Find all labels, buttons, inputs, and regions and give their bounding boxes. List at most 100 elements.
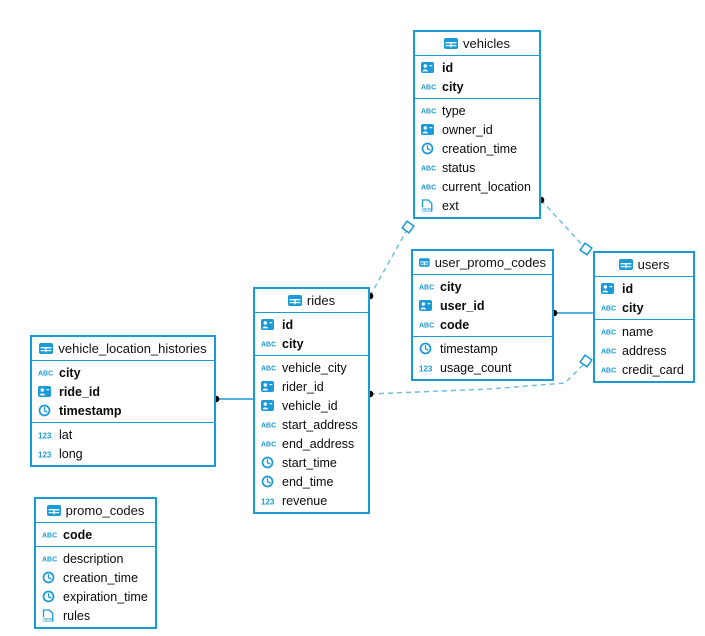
section-divider: [413, 336, 552, 337]
column-name: ext: [442, 198, 459, 213]
table-icon: [419, 258, 430, 267]
section-divider: [415, 98, 539, 99]
table-header[interactable]: users: [595, 253, 693, 277]
relationship-rides-vehicles[interactable]: [366, 220, 415, 300]
relationship-line[interactable]: [540, 199, 587, 250]
svg-text:ABC: ABC: [421, 185, 436, 192]
column-type-cell: ABC: [42, 554, 59, 564]
section-divider: [595, 319, 693, 320]
string-type-icon: ABC: [421, 85, 436, 92]
column-name: description: [63, 551, 124, 566]
column-type-cell: [421, 62, 438, 73]
column-type-cell: ABC: [601, 365, 618, 375]
column-row-rides-id: id: [255, 315, 368, 334]
column-type-cell: [261, 381, 278, 392]
table-header[interactable]: vehicles: [415, 32, 539, 56]
column-name: usage_count: [440, 360, 512, 375]
svg-text:ABC: ABC: [261, 423, 276, 430]
relationship-endpoint-diamond: [401, 220, 415, 234]
column-type-cell: ABC: [421, 163, 438, 173]
number-type-icon: 123: [38, 431, 52, 440]
column-name: long: [59, 446, 83, 461]
column-row-vehicle_location_histories-long: 123 long: [32, 444, 214, 463]
column-type-cell: 123: [38, 430, 55, 440]
id-type-icon: [421, 124, 434, 135]
column-name: city: [59, 365, 81, 380]
table-header[interactable]: rides: [255, 289, 368, 313]
column-name: creation_time: [442, 141, 518, 156]
id-type-icon: [601, 283, 614, 294]
table-header[interactable]: promo_codes: [36, 499, 155, 523]
table-title: users: [637, 257, 670, 272]
string-type-icon: ABC: [261, 342, 276, 349]
string-type-icon: ABC: [601, 349, 616, 356]
column-name: code: [440, 317, 470, 332]
column-type-cell: [42, 571, 59, 584]
string-type-icon: ABC: [601, 368, 616, 375]
id-type-icon: [261, 400, 274, 411]
relationship-vehicle_location_histories-rides[interactable]: [212, 395, 253, 403]
column-row-rides-end_time: end_time: [255, 472, 368, 491]
string-type-icon: ABC: [261, 423, 276, 430]
relationship-line[interactable]: [369, 227, 409, 297]
column-type-cell: [419, 300, 436, 311]
column-row-rides-start_time: start_time: [255, 453, 368, 472]
column-type-cell: ABC: [261, 439, 278, 449]
column-type-cell: 123: [419, 363, 436, 373]
number-type-icon: 123: [261, 497, 275, 506]
column-type-cell: ABC: [601, 346, 618, 356]
string-type-icon: ABC: [42, 533, 57, 540]
column-row-users-id: id: [595, 279, 693, 298]
column-row-user_promo_codes-usage_count: 123 usage_count: [413, 358, 552, 377]
column-type-cell: 123: [38, 449, 55, 459]
string-type-icon: ABC: [601, 306, 616, 313]
column-row-rides-rider_id: rider_id: [255, 377, 368, 396]
relationship-vehicles-users[interactable]: [537, 196, 593, 256]
id-type-icon: [261, 381, 274, 392]
svg-text:ABC: ABC: [42, 533, 57, 540]
table-header[interactable]: vehicle_location_histories: [32, 337, 214, 361]
table-header[interactable]: user_promo_codes: [413, 251, 552, 275]
column-type-cell: ABC: [419, 282, 436, 292]
column-name: revenue: [282, 493, 328, 508]
timestamp-type-icon: [419, 342, 432, 355]
id-type-icon: [421, 62, 434, 73]
id-type-icon: [38, 386, 51, 397]
svg-text:123: 123: [261, 497, 275, 506]
column-name: city: [440, 279, 462, 294]
svg-text:123: 123: [38, 431, 52, 440]
column-name: end_time: [282, 474, 334, 489]
column-type-cell: ABC: [261, 339, 278, 349]
relationship-user_promo_codes-users[interactable]: [550, 309, 593, 317]
column-type-cell: [38, 404, 55, 417]
column-name: vehicle_id: [282, 398, 338, 413]
id-type-icon: [419, 300, 432, 311]
column-row-vehicle_location_histories-timestamp: timestamp: [32, 401, 214, 420]
column-row-vehicles-owner_id: owner_id: [415, 120, 539, 139]
column-name: owner_id: [442, 122, 493, 137]
number-type-icon: 123: [419, 364, 433, 373]
string-type-icon: ABC: [419, 285, 434, 292]
table-icon: [444, 38, 459, 49]
